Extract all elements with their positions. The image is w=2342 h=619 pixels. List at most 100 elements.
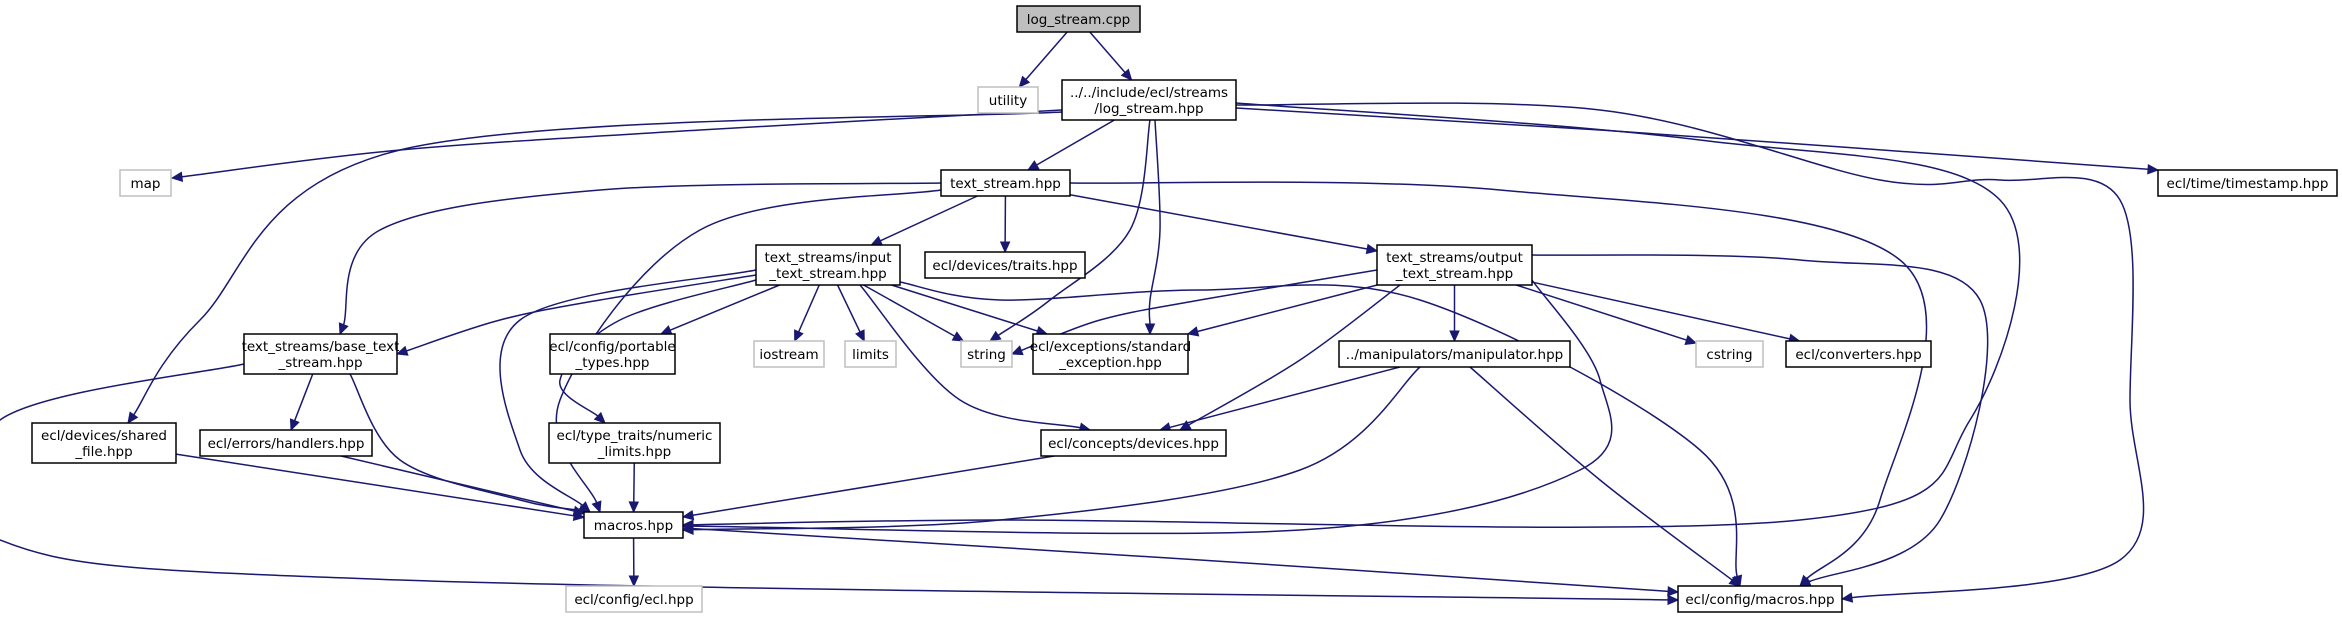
node-cstring: cstring [1695, 340, 1764, 368]
edge-line [1531, 254, 1989, 583]
edge-line [1089, 31, 1126, 73]
node-label: string [967, 347, 1006, 363]
edge-line [293, 373, 314, 421]
node-converters-hpp[interactable]: ecl/converters.hpp [1785, 340, 1932, 368]
arrowhead-icon [127, 411, 139, 424]
edge-output_text_stream_hpp-to-standard_exception_hpp [1186, 284, 1378, 337]
edge-log_stream_hpp-to-standard_exception_hpp [1144, 119, 1161, 336]
node-box [1677, 585, 1843, 613]
edge-line [863, 284, 955, 337]
node-macros-hpp[interactable]: macros.hpp [583, 511, 684, 539]
arrowhead-icon [1018, 75, 1031, 88]
node-numeric-limits-hpp[interactable]: ecl/type_traits/numeric_limits.hpp [548, 422, 721, 464]
edge-line [692, 455, 1055, 517]
node-concepts-devices-hpp[interactable]: ecl/concepts/devices.hpp [1040, 429, 1227, 457]
edge-output_text_stream_hpp-to-cstring [1516, 284, 1698, 345]
node-label: _file.hpp [74, 444, 132, 460]
edge-base_text_stream_hpp-to-config_macros_hpp [0, 363, 1680, 606]
node-input-text-stream-hpp[interactable]: text_streams/input_text_stream.hpp [755, 244, 901, 286]
node-shared-file-hpp[interactable]: ecl/devices/shared_file.hpp [31, 422, 177, 464]
node-label: cstring [1706, 347, 1752, 363]
edge-line [798, 284, 820, 333]
edge-line [1469, 366, 1733, 581]
node-manipulator-hpp[interactable]: ../manipulators/manipulator.hpp [1338, 340, 1571, 368]
arrowhead-icon [1449, 330, 1460, 343]
node-label: macros.hpp [594, 518, 673, 534]
node-label: ecl/config/macros.hpp [1685, 592, 1834, 608]
arrowhead-icon [395, 345, 409, 356]
edge-text_stream_hpp-to-traits_hpp [999, 195, 1011, 254]
edge-text_stream_hpp-to-base_text_stream_hpp [338, 182, 942, 336]
node-box [243, 333, 398, 375]
node-label: ecl/converters.hpp [1795, 347, 1921, 363]
arrowhead-icon [289, 418, 300, 432]
arrowhead-icon [1144, 323, 1156, 336]
arrowhead-icon [1010, 345, 1024, 356]
arrowhead-icon [591, 500, 602, 514]
node-box [1695, 340, 1764, 368]
edge-log_stream_hpp-to-text_stream_hpp [1026, 119, 1115, 171]
arrowhead-icon [1667, 586, 1680, 597]
node-standard-exception-hpp[interactable]: ecl/exceptions/standard_exception.hpp [1030, 333, 1191, 375]
arrowhead-icon [659, 325, 673, 335]
node-limits: limits [844, 340, 897, 368]
node-box [549, 333, 676, 375]
node-box [1032, 333, 1189, 375]
node-box [1785, 340, 1932, 368]
arrowhead-icon [1365, 243, 1379, 255]
node-box [119, 169, 172, 197]
node-label: _exception.hpp [1058, 355, 1162, 371]
node-label: /log_stream.hpp [1094, 101, 1203, 117]
node-box [1061, 79, 1237, 121]
edge-output_text_stream_hpp-to-manipulator_hpp [1449, 285, 1460, 343]
node-box [1016, 5, 1141, 33]
node-log-stream-cpp[interactable]: log_stream.cpp [1016, 5, 1141, 33]
edge-line [891, 284, 1038, 332]
node-box [1376, 244, 1533, 286]
edge-input_text_stream_hpp-to-portable_types_hpp [659, 284, 780, 335]
arrowhead-icon [1684, 334, 1698, 345]
node-box [924, 251, 1086, 279]
arrowhead-icon [628, 501, 640, 514]
node-handlers-hpp[interactable]: ecl/errors/handlers.hpp [199, 429, 373, 457]
node-label: ecl/time/timestamp.hpp [2167, 176, 2329, 192]
node-map: map [119, 169, 172, 197]
node-box [753, 340, 825, 368]
node-box [199, 429, 373, 457]
node-traits-hpp[interactable]: ecl/devices/traits.hpp [924, 251, 1086, 279]
edge-line [133, 111, 1063, 416]
edge-concepts_devices_hpp-to-macros_hpp [681, 455, 1055, 521]
edge-output_text_stream_hpp-to-macros_hpp [681, 279, 1613, 535]
node-label: ecl/concepts/devices.hpp [1048, 436, 1219, 452]
edge-log_stream_cpp-to-utility [1018, 31, 1068, 88]
edge-line [1169, 366, 1401, 429]
node-label: ../manipulators/manipulator.hpp [1346, 347, 1563, 363]
node-timestamp-hpp[interactable]: ecl/time/timestamp.hpp [2157, 169, 2338, 197]
node-label: limits [852, 347, 889, 363]
node-iostream: iostream [753, 340, 825, 368]
edge-macros_hpp-to-config_macros_hpp [682, 527, 1680, 597]
node-label: ecl/type_traits/numeric [557, 428, 713, 444]
edge-text_stream_hpp-to-input_text_stream_hpp [870, 195, 978, 246]
edge-line [499, 269, 757, 506]
node-utility: utility [977, 86, 1039, 114]
node-log-stream-hpp[interactable]: ../../include/ecl/streams/log_stream.hpp [1061, 79, 1237, 121]
node-output-text-stream-hpp[interactable]: text_streams/output_text_stream.hpp [1376, 244, 1533, 286]
node-box [548, 422, 721, 464]
arrowhead-icon [855, 329, 865, 343]
node-box [1040, 429, 1227, 457]
node-text-stream-hpp[interactable]: text_stream.hpp [940, 169, 1071, 197]
node-portable-types-hpp[interactable]: ecl/config/portable_types.hpp [549, 333, 676, 375]
edge-line [1188, 284, 1401, 426]
arrowhead-icon [999, 241, 1011, 254]
node-config-macros-hpp[interactable]: ecl/config/macros.hpp [1677, 585, 1843, 613]
node-label: utility [989, 93, 1027, 109]
edge-input_text_stream_hpp-to-string [863, 284, 965, 342]
node-base-text-stream-hpp[interactable]: text_streams/base_text_stream.hpp [242, 333, 400, 375]
edge-line [1235, 102, 2145, 599]
node-box [31, 422, 177, 464]
edge-macros_hpp-to-ecl_hpp [628, 537, 640, 588]
edge-manipulator_hpp-to-concepts_devices_hpp [1158, 366, 1401, 433]
